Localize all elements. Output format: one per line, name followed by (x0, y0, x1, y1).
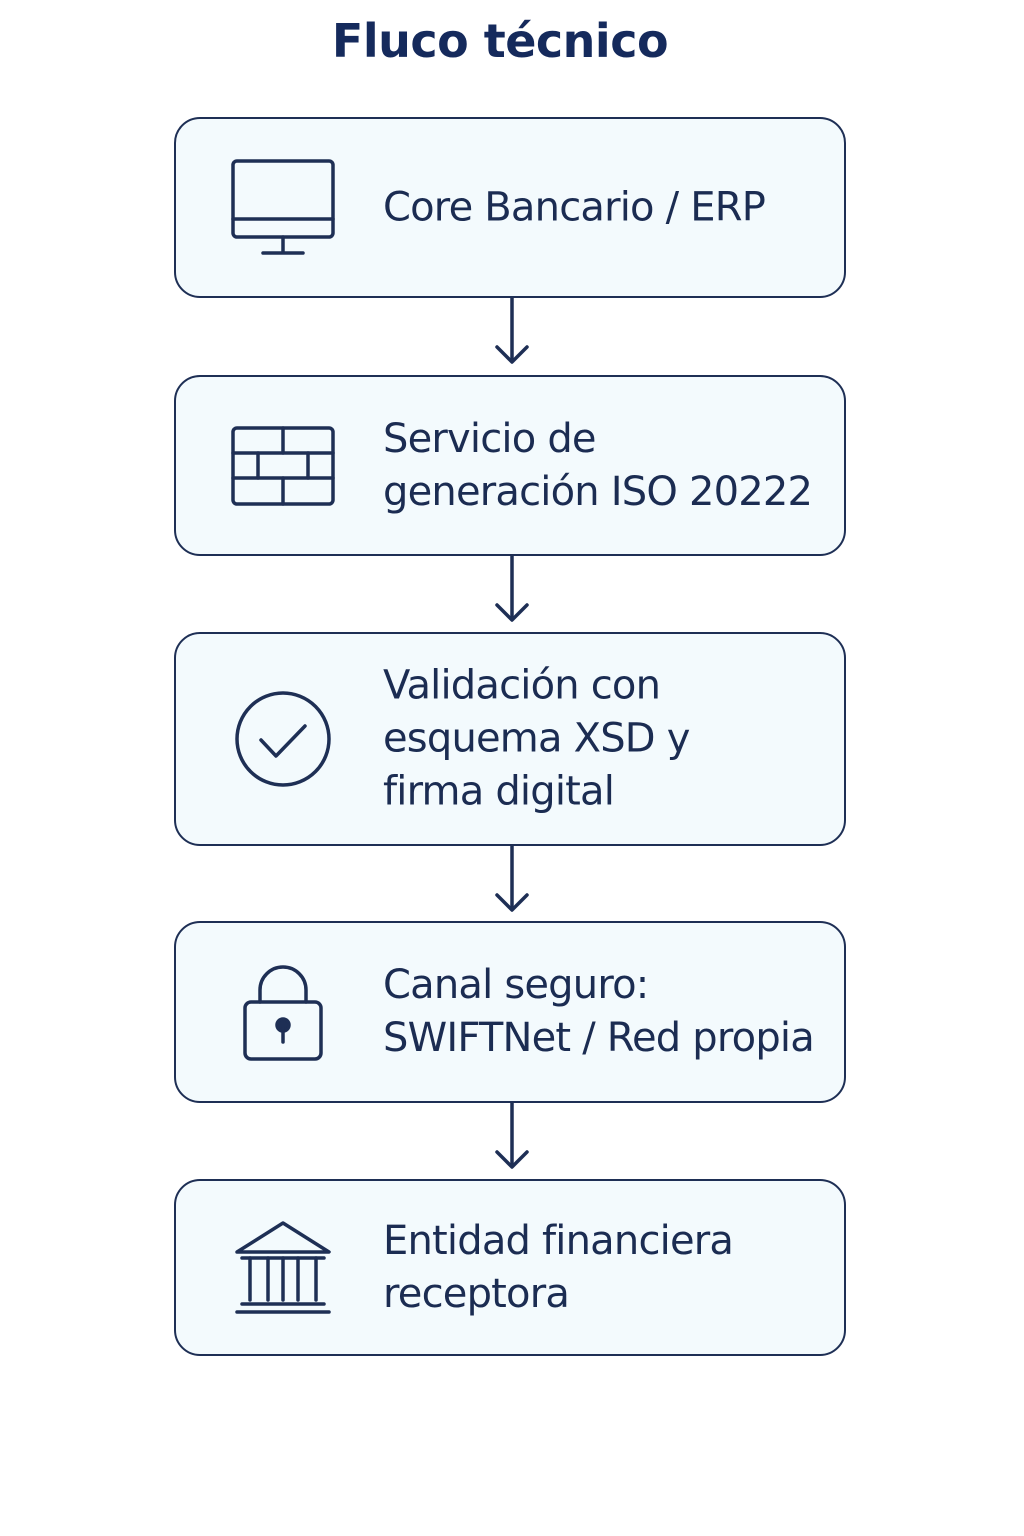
step-canal-seguro: Canal seguro: SWIFTNet / Red propia (174, 921, 846, 1103)
brick-wall-icon (228, 411, 338, 521)
step-label: Validación con esquema XSD y firma digit… (383, 662, 690, 815)
arrow-down-connector (486, 297, 538, 367)
step-validacion-xsd: Validación con esquema XSD y firma digit… (174, 632, 846, 846)
monitor-icon (228, 153, 338, 263)
bank-building-icon (228, 1213, 338, 1323)
check-circle-icon (228, 684, 338, 794)
step-entidad-receptora: Entidad financiera receptora (174, 1179, 846, 1356)
step-label: Canal seguro: SWIFTNet / Red propia (383, 962, 815, 1061)
arrow-down-connector (486, 845, 538, 915)
step-core-bancario: Core Bancario / ERP (174, 117, 846, 298)
step-label: Core Bancario / ERP (383, 184, 766, 230)
arrow-down-connector (486, 555, 538, 625)
padlock-icon (228, 957, 338, 1067)
step-label: Entidad financiera receptora (383, 1217, 734, 1317)
arrow-down-connector (486, 1102, 538, 1172)
step-servicio-generacion: Servicio de generación ISO 20222 (174, 375, 846, 556)
diagram-title: Fluco técnico (331, 14, 669, 68)
step-label: Servicio de generación ISO 20222 (383, 415, 813, 515)
